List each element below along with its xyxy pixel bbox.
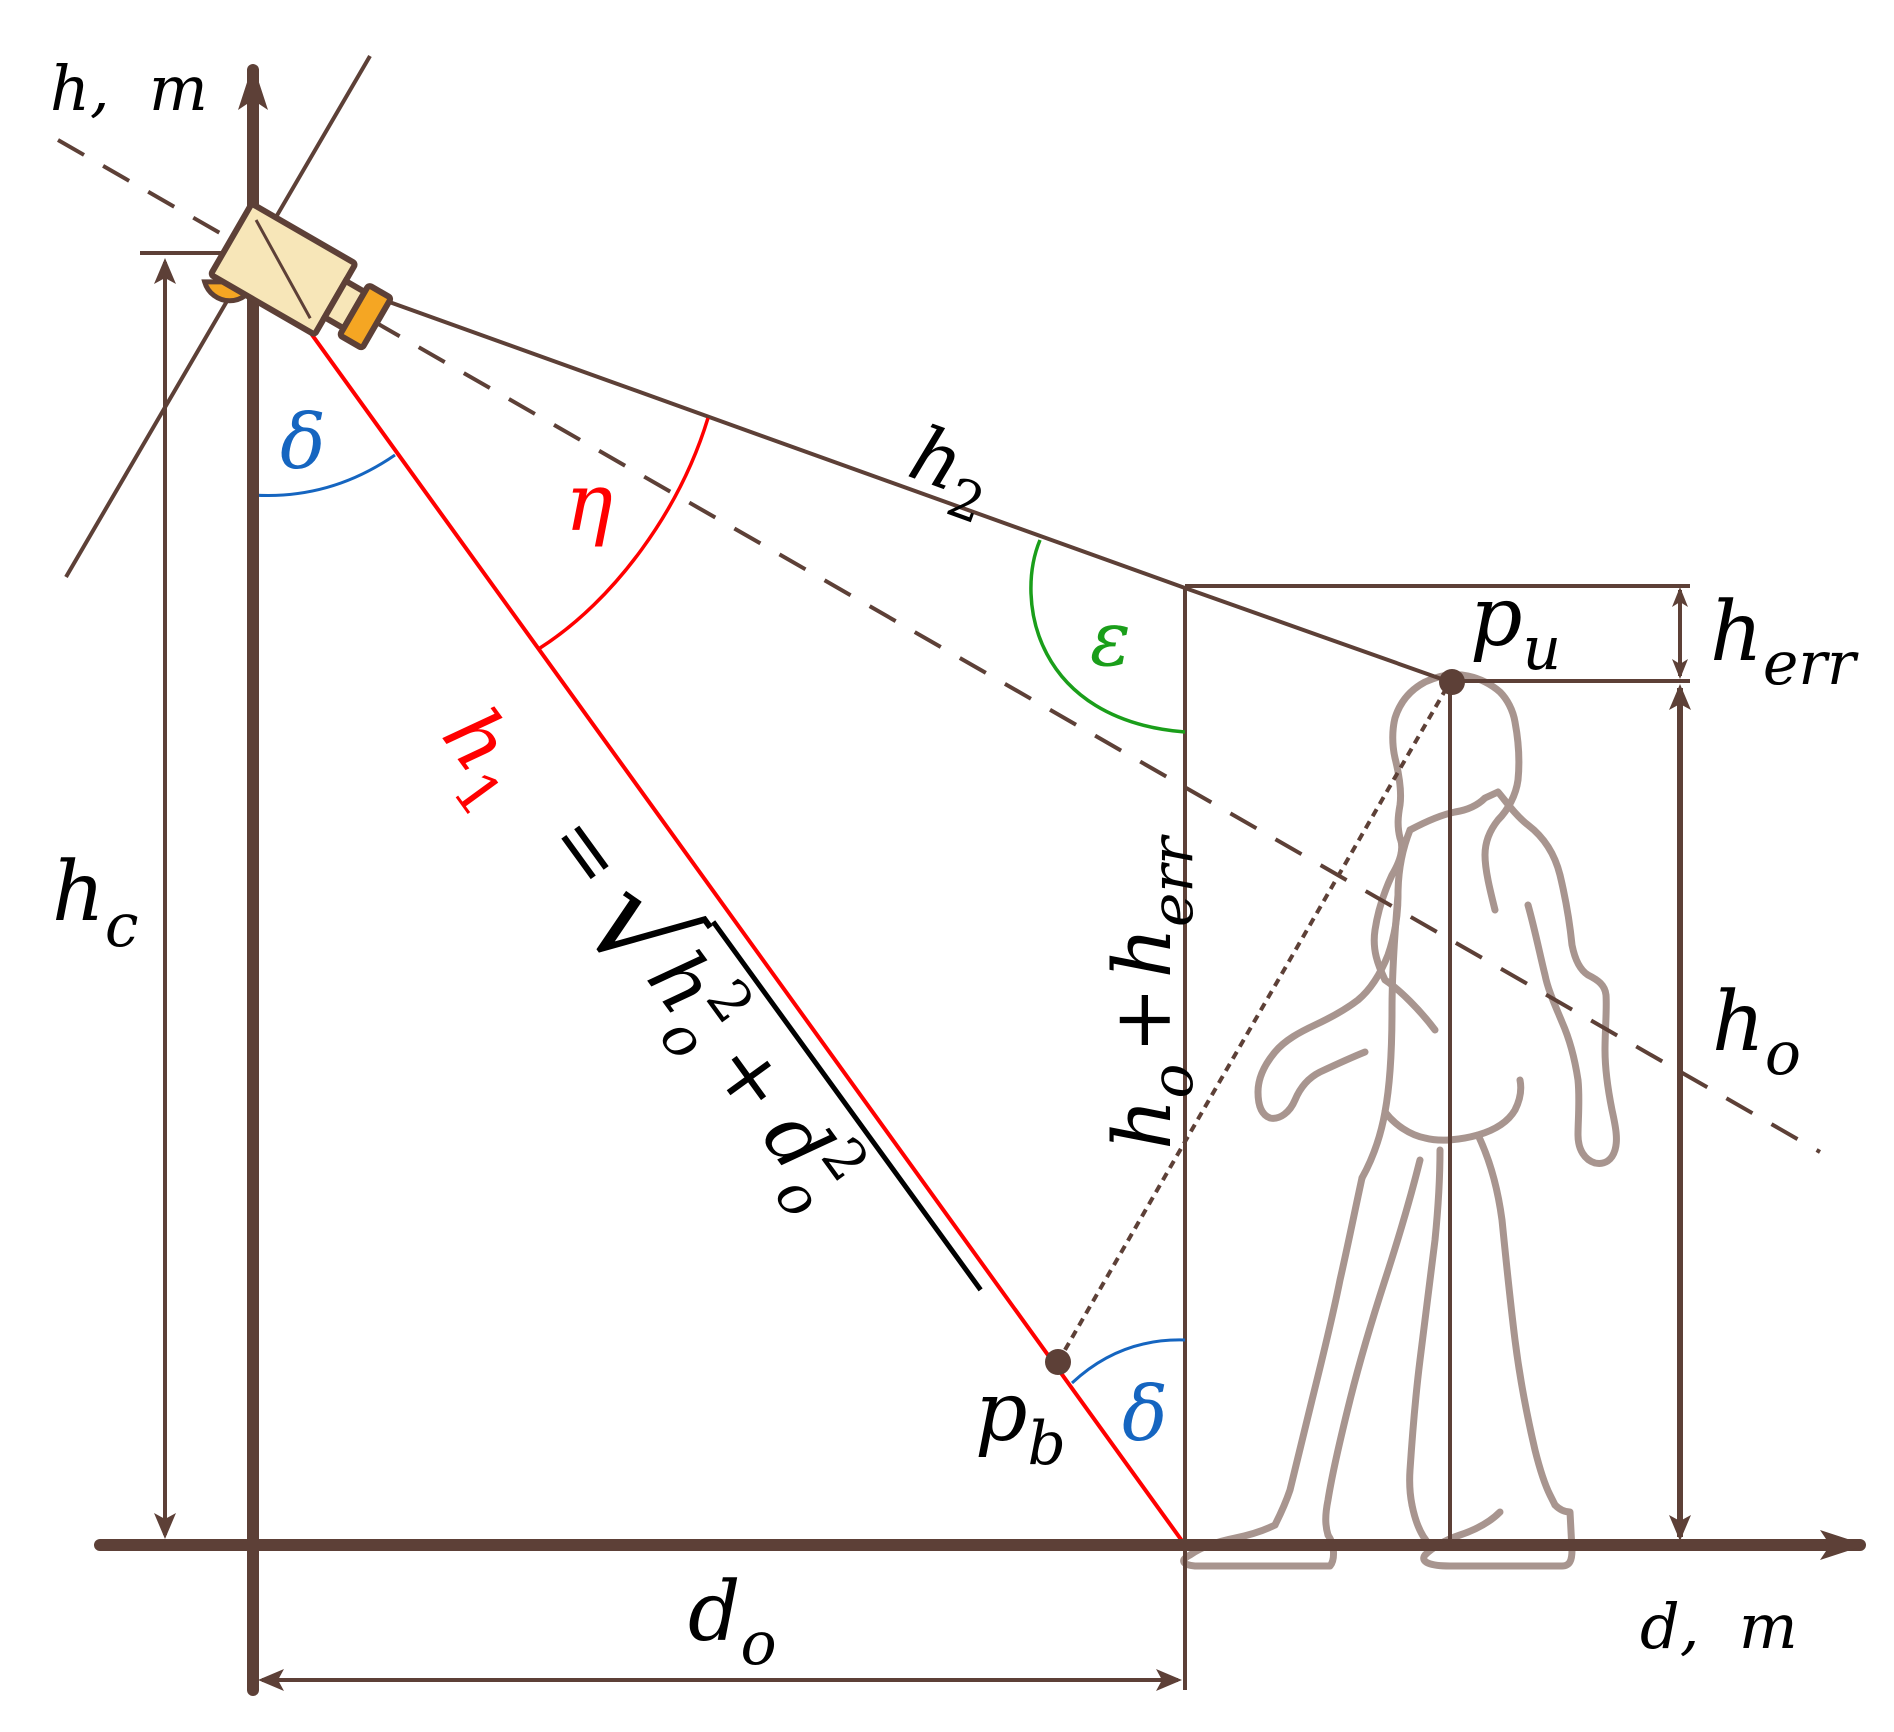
dotted-pb-pu [1056, 681, 1452, 1363]
dimension-arrows [154, 258, 1691, 1691]
label-h-err: herr [1710, 585, 1859, 699]
angle-arc-delta-bottom [1070, 1338, 1186, 1385]
formula-radicand: h2o+d2o [614, 926, 882, 1230]
label-d-o: do [688, 1565, 777, 1679]
label-epsilon: ε [1090, 594, 1131, 683]
label-p-u: pu [1470, 570, 1561, 684]
axes [94, 64, 1866, 1696]
angle-arc-delta-top [252, 453, 396, 497]
image-plane-line [64, 54, 372, 579]
labels: h, m d, m hc h2 h1 = √ h2o+d2o ho+herr [50, 52, 1859, 1679]
camera-icon [201, 201, 394, 351]
label-h-c: hc [52, 845, 138, 961]
label-delta-top: δ [280, 397, 326, 486]
label-eta: η [565, 456, 613, 549]
horizontal-axis-label: d, m [1640, 1590, 1798, 1663]
h1-formula: = √ h2o+d2o [530, 797, 983, 1292]
point-pu [1439, 669, 1465, 695]
formula-vinculum [711, 920, 983, 1292]
label-ho-plus-herr: ho+herr [1096, 834, 1206, 1150]
point-pb [1045, 1349, 1071, 1375]
angle-arc-epsilon [1029, 539, 1186, 734]
label-p-b: pb [975, 1365, 1066, 1479]
vertical-axis-label: h, m [50, 52, 208, 125]
ray-h1 [251, 251, 1187, 1547]
label-delta-bottom: δ [1122, 1369, 1168, 1458]
ray-to-pu [1184, 586, 1451, 684]
angle-arc-eta [539, 417, 710, 650]
walking-person-silhouette [1180, 671, 1620, 1570]
label-h-o: ho [1712, 975, 1801, 1089]
label-h-1: h1 [409, 692, 552, 829]
ray-h2 [252, 251, 1186, 590]
